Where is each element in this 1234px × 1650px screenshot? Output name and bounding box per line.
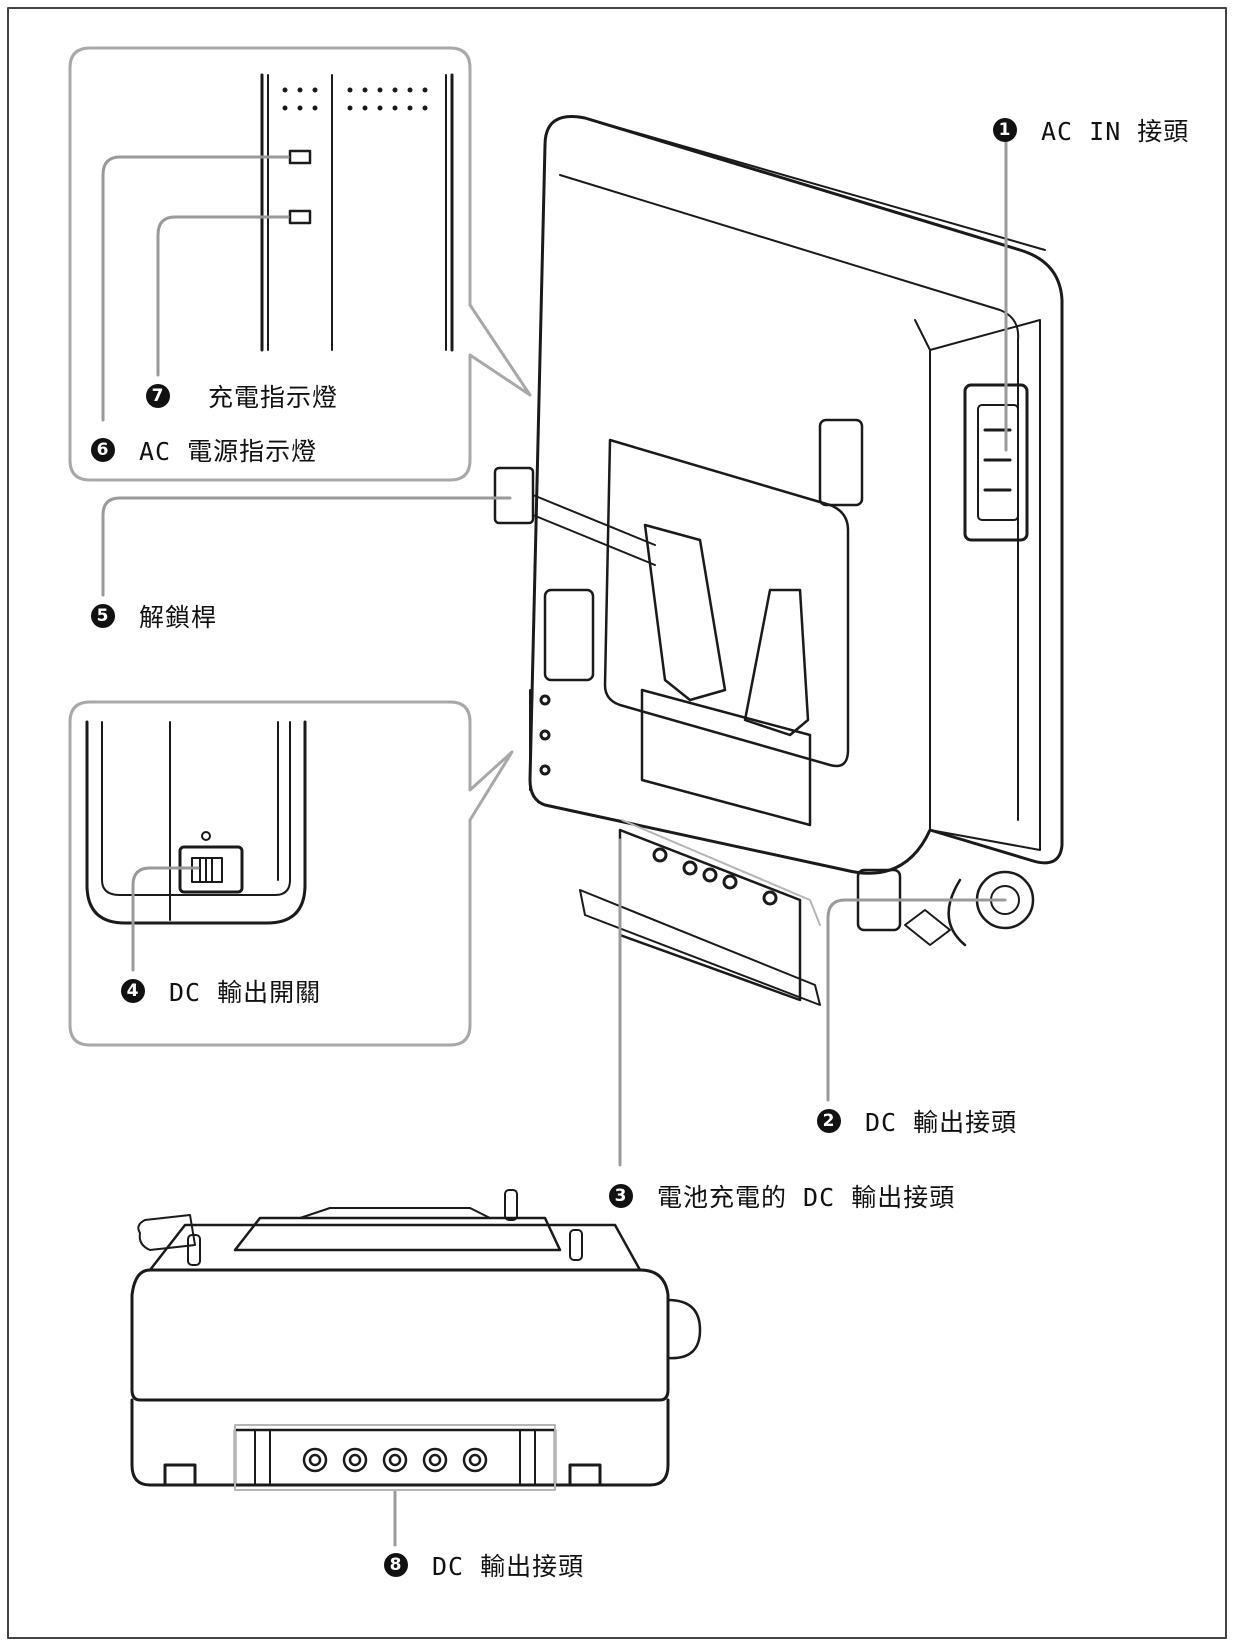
callout-label: 電池充電的 DC 輸出接頭 bbox=[657, 1183, 956, 1212]
leader-lines bbox=[101, 123, 1008, 1547]
callout-2: 2 DC 輸出接頭 bbox=[817, 1103, 1017, 1139]
callout-number-badge: 5 bbox=[91, 604, 115, 628]
callout-number-badge: 7 bbox=[146, 384, 170, 408]
callout-label: DC 輸出開關 bbox=[169, 978, 322, 1007]
release-lever bbox=[493, 466, 535, 525]
callout-number-badge: 1 bbox=[993, 118, 1017, 142]
callout-label: DC 輸出接頭 bbox=[865, 1108, 1018, 1137]
callout-number-badge: 8 bbox=[384, 1553, 408, 1577]
charger-body bbox=[493, 115, 1064, 1006]
callout-6: 6 AC 電源指示燈 bbox=[91, 432, 317, 468]
page-frame bbox=[7, 7, 1227, 1639]
bottom-dc-output-terminals bbox=[233, 1428, 557, 1487]
callout-number-badge: 4 bbox=[121, 979, 145, 1003]
indicator-inset bbox=[68, 46, 532, 482]
callout-label: 解鎖桿 bbox=[139, 603, 218, 632]
ac-power-indicator-lamp bbox=[288, 149, 312, 165]
callout-number-badge: 3 bbox=[609, 1184, 633, 1208]
callout-7: 7 充電指示燈 bbox=[146, 378, 338, 414]
switch-inset bbox=[68, 700, 514, 1047]
callout-number-badge: 6 bbox=[91, 438, 115, 462]
callout-1: 1 AC IN 接頭 bbox=[993, 112, 1189, 148]
callout-5: 5 解鎖桿 bbox=[91, 598, 217, 634]
callout-8: 8 DC 輸出接頭 bbox=[384, 1547, 584, 1583]
callout-4: 4 DC 輸出開關 bbox=[121, 973, 321, 1009]
callout-3: 3 電池充電的 DC 輸出接頭 bbox=[609, 1178, 955, 1214]
callout-label: AC 電源指示燈 bbox=[139, 437, 318, 466]
callout-label: AC IN 接頭 bbox=[1041, 117, 1190, 146]
callout-label: 充電指示燈 bbox=[208, 383, 339, 412]
callout-number-badge: 2 bbox=[817, 1109, 841, 1133]
charge-indicator-lamp bbox=[288, 209, 312, 225]
ac-in-receptacle bbox=[963, 383, 1029, 542]
callout-label: DC 輸出接頭 bbox=[432, 1552, 585, 1581]
charger-bottom-view bbox=[130, 1189, 702, 1487]
